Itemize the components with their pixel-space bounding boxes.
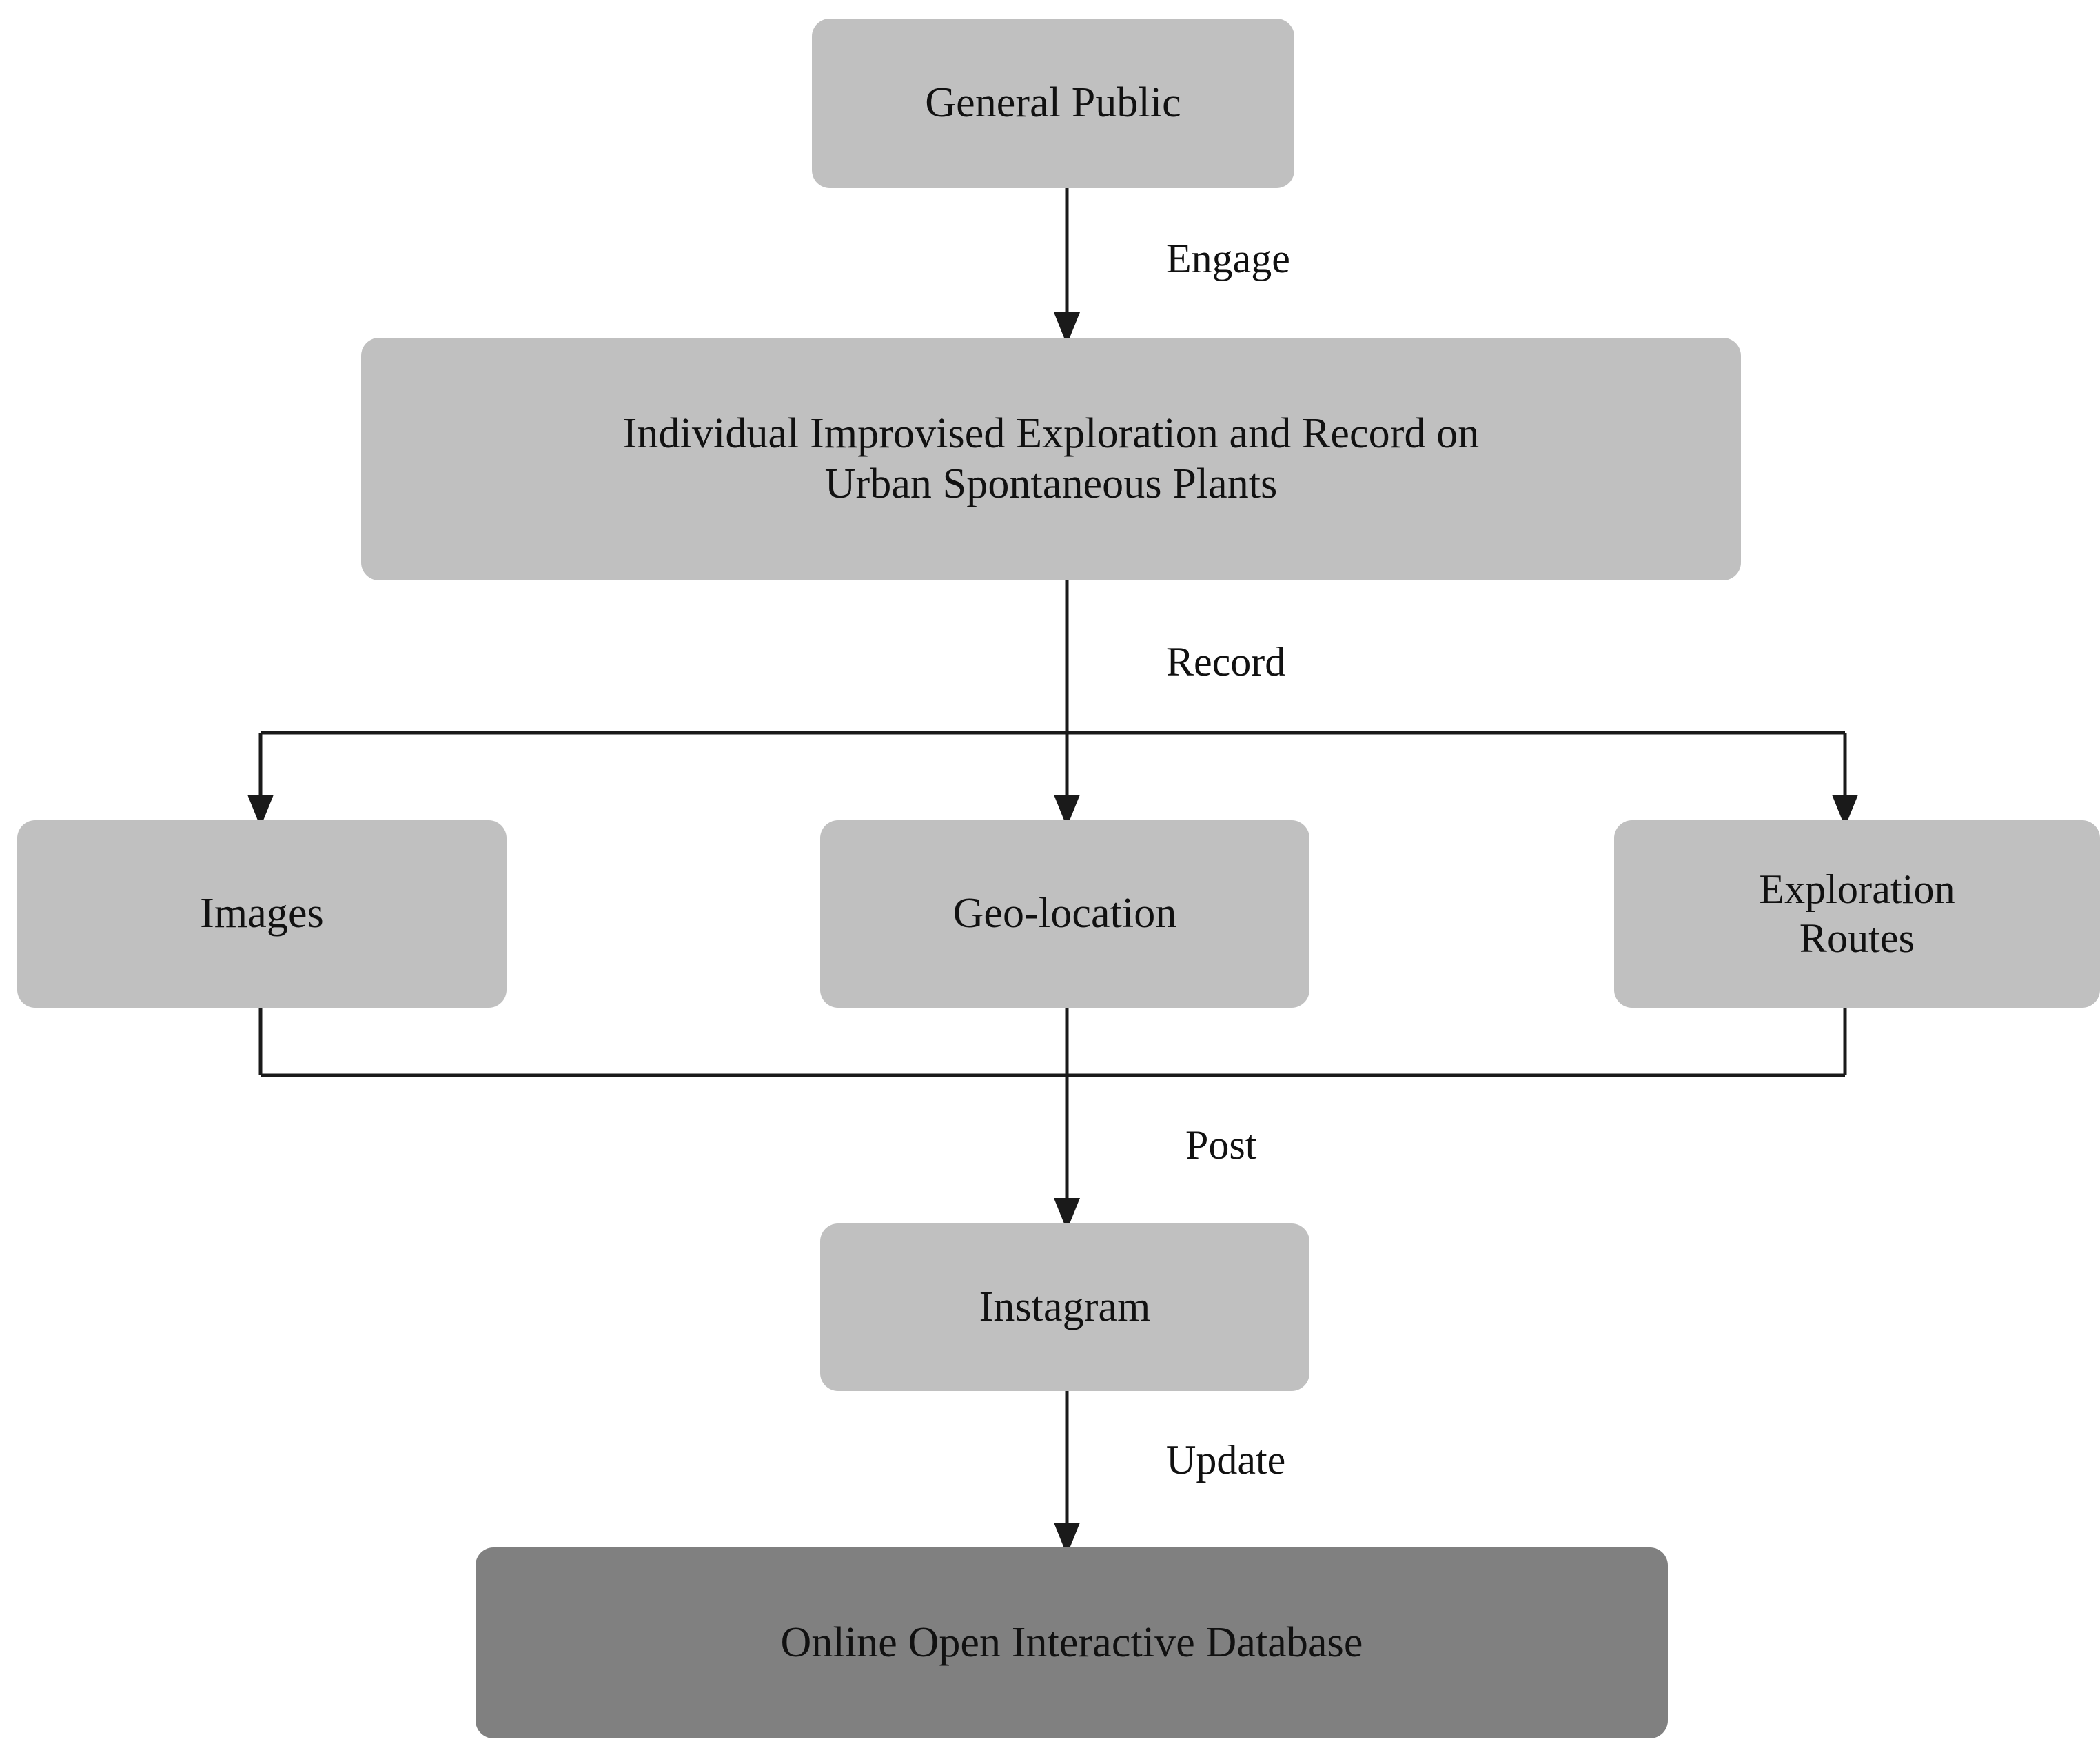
node-general-public[interactable]: General Public — [812, 19, 1294, 188]
edge-label-update: Update — [1166, 1437, 1286, 1483]
edge-post-merge — [258, 1008, 1847, 1231]
edge-label-post: Post — [1185, 1122, 1257, 1168]
edge-record-bus — [247, 580, 1858, 828]
node-exploration-routes[interactable]: Exploration Routes — [1614, 820, 2100, 1008]
node-geo-location[interactable]: Geo-location — [820, 820, 1309, 1008]
node-images[interactable]: Images — [17, 820, 507, 1008]
edge-label-record: Record — [1166, 639, 1286, 684]
edge-label-engage: Engage — [1166, 236, 1290, 281]
node-online-open-interactive-database[interactable]: Online Open Interactive Database — [476, 1547, 1668, 1738]
node-instagram[interactable]: Instagram — [820, 1223, 1309, 1391]
node-individual-improvised-exploration[interactable]: Individual Improvised Exploration and Re… — [361, 338, 1741, 580]
